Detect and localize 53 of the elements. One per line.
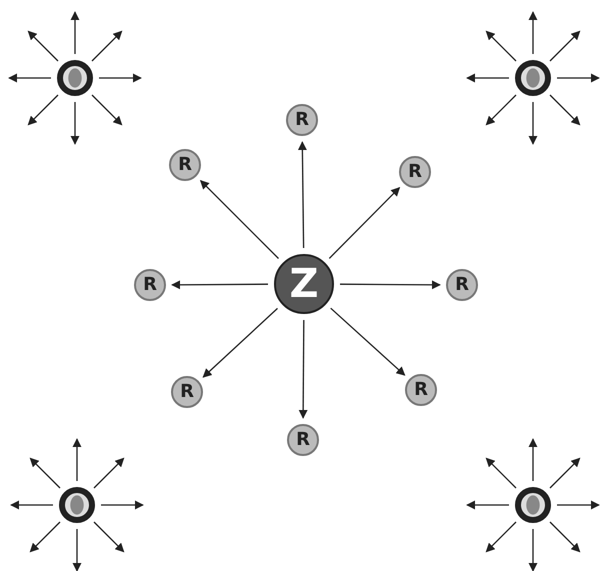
arrow (72, 438, 82, 481)
arrow (298, 141, 307, 248)
ring-symbol (515, 487, 551, 523)
letter-circle: R (287, 424, 319, 456)
arrow (330, 308, 406, 376)
arrow (30, 522, 60, 552)
arrow (528, 529, 538, 571)
arrow (92, 30, 122, 62)
arrow (486, 458, 516, 488)
letter-circle: R (405, 374, 437, 406)
arrow (298, 320, 308, 419)
arrow (466, 500, 509, 510)
arrow (99, 73, 142, 83)
arrow (528, 11, 538, 54)
letter-circle: R (169, 149, 201, 181)
arrow (202, 308, 278, 378)
arrow (486, 94, 516, 126)
arrow (340, 280, 441, 290)
arrow (30, 458, 60, 488)
ring-symbol (59, 487, 95, 523)
arrow (466, 73, 509, 83)
arrow (8, 73, 51, 83)
arrow (10, 500, 53, 510)
arrow (101, 500, 144, 510)
arrow (528, 438, 538, 481)
arrow (200, 180, 279, 259)
arrow (72, 529, 82, 571)
arrow (70, 11, 80, 54)
letter-circle: R (171, 376, 203, 408)
arrow (550, 522, 580, 552)
arrow (557, 73, 600, 83)
arrow (486, 522, 516, 552)
arrow (171, 280, 268, 290)
arrow (550, 458, 580, 488)
letter-circle: R (446, 269, 478, 301)
letter-circle: Z (274, 254, 334, 314)
ring-symbol (515, 60, 551, 96)
ring-symbol (57, 60, 93, 96)
letter-circle: R (399, 156, 431, 188)
arrow (550, 94, 580, 126)
letter-circle: R (286, 104, 318, 136)
arrow (28, 94, 58, 126)
letter-circle: R (134, 269, 166, 301)
arrow (92, 94, 122, 126)
arrow (94, 458, 124, 488)
arrow (557, 500, 600, 510)
arrow (328, 186, 400, 259)
arrow (550, 30, 580, 62)
arrow (528, 102, 538, 145)
arrow (486, 30, 516, 62)
arrow (28, 30, 58, 62)
arrow (70, 102, 80, 145)
arrow (94, 522, 124, 552)
